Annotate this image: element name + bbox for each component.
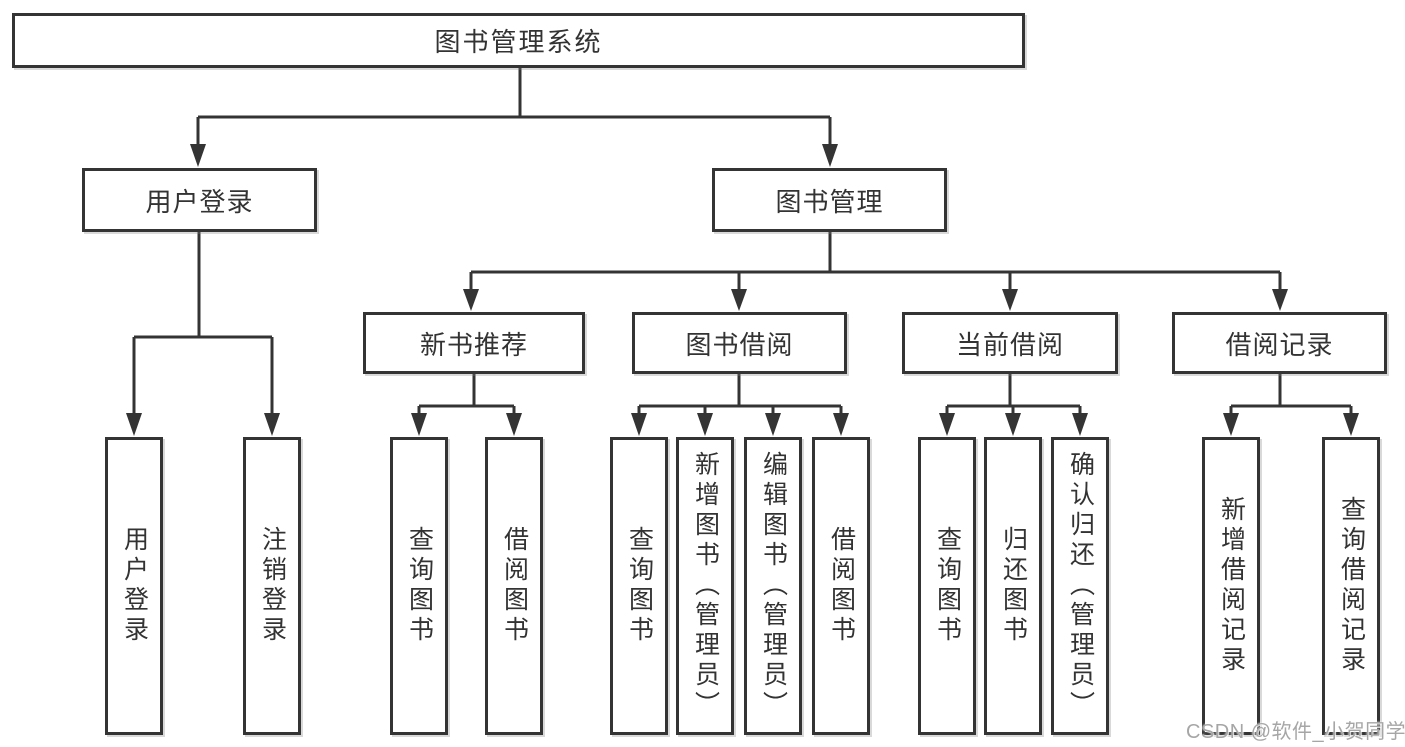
leaf-logout: 注销登录 — [243, 437, 301, 735]
leaf-current-confirm-return-label: 确认归还（管理员） — [1066, 451, 1095, 721]
leaf-borrow-borrow: 借阅图书 — [812, 437, 870, 735]
leaf-borrow-edit: 编辑图书（管理员） — [744, 437, 802, 735]
leaf-borrow-add: 新增图书（管理员） — [676, 437, 734, 735]
node-book-management: 图书管理 — [712, 168, 947, 232]
node-user-login-group-label: 用户登录 — [145, 186, 254, 217]
node-borrow-record: 借阅记录 — [1172, 312, 1387, 374]
node-user-login-group: 用户登录 — [82, 168, 317, 232]
leaf-borrow-edit-label: 编辑图书（管理员） — [759, 451, 788, 721]
leaf-current-return: 归还图书 — [984, 437, 1042, 735]
csdn-watermark: CSDN @软件_小贺同学 — [1186, 721, 1405, 743]
node-root: 图书管理系统 — [12, 13, 1025, 68]
leaf-current-query: 查询图书 — [918, 437, 976, 735]
leaf-borrow-add-label: 新增图书（管理员） — [691, 451, 720, 721]
node-new-book-recommend: 新书推荐 — [363, 312, 585, 374]
leaf-record-query: 查询借阅记录 — [1322, 437, 1380, 735]
leaf-user-login-label: 用户登录 — [120, 526, 149, 646]
leaf-borrow-borrow-label: 借阅图书 — [827, 526, 856, 646]
node-current-borrow-label: 当前借阅 — [955, 329, 1064, 360]
arrowheads — [126, 144, 1359, 436]
node-new-book-recommend-label: 新书推荐 — [419, 329, 528, 360]
leaf-newbook-borrow-label: 借阅图书 — [500, 526, 529, 646]
node-book-borrow-label: 图书借阅 — [685, 329, 794, 360]
node-borrow-record-label: 借阅记录 — [1225, 329, 1334, 360]
leaf-record-add-label: 新增借阅记录 — [1217, 496, 1246, 676]
node-book-management-label: 图书管理 — [775, 186, 884, 217]
leaf-newbook-query: 查询图书 — [390, 437, 448, 735]
leaf-current-query-label: 查询图书 — [933, 526, 962, 646]
leaf-record-query-label: 查询借阅记录 — [1337, 496, 1366, 676]
node-book-borrow: 图书借阅 — [632, 312, 847, 374]
leaf-borrow-query-label: 查询图书 — [625, 526, 654, 646]
leaf-current-return-label: 归还图书 — [999, 526, 1028, 646]
node-root-label: 图书管理系统 — [434, 27, 603, 57]
leaf-newbook-borrow: 借阅图书 — [485, 437, 543, 735]
leaf-newbook-query-label: 查询图书 — [405, 526, 434, 646]
leaf-record-add: 新增借阅记录 — [1202, 437, 1260, 735]
leaf-current-confirm-return: 确认归还（管理员） — [1051, 437, 1109, 735]
leaf-borrow-query: 查询图书 — [610, 437, 668, 735]
leaf-user-login: 用户登录 — [105, 437, 163, 735]
leaf-logout-label: 注销登录 — [258, 526, 287, 646]
node-current-borrow: 当前借阅 — [902, 312, 1118, 374]
